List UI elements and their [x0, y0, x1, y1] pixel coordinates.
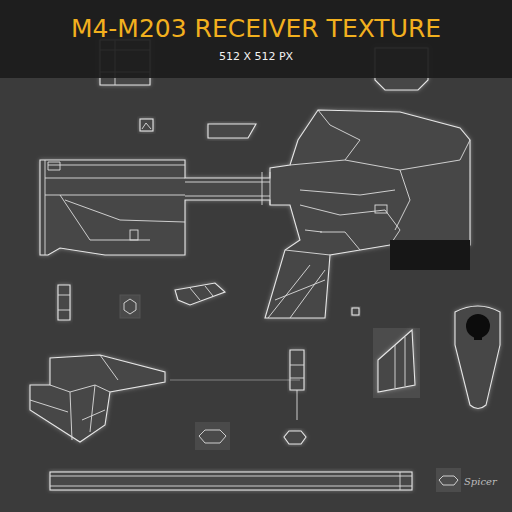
handguard-island — [30, 350, 304, 442]
shadow-block — [390, 240, 470, 270]
sheet-title: M4-M203 RECEIVER TEXTURE — [0, 14, 512, 43]
artist-signature: Spicer — [464, 476, 497, 487]
small-islands — [140, 119, 256, 138]
header-band — [0, 0, 512, 78]
barrel-tube — [50, 472, 412, 490]
nuts — [195, 422, 306, 450]
trigger-parts — [58, 283, 359, 320]
receiver-island — [40, 110, 470, 318]
signature-mark — [436, 468, 461, 492]
side-parts — [373, 306, 500, 409]
sheet-size: 512 X 512 PX — [0, 50, 512, 63]
